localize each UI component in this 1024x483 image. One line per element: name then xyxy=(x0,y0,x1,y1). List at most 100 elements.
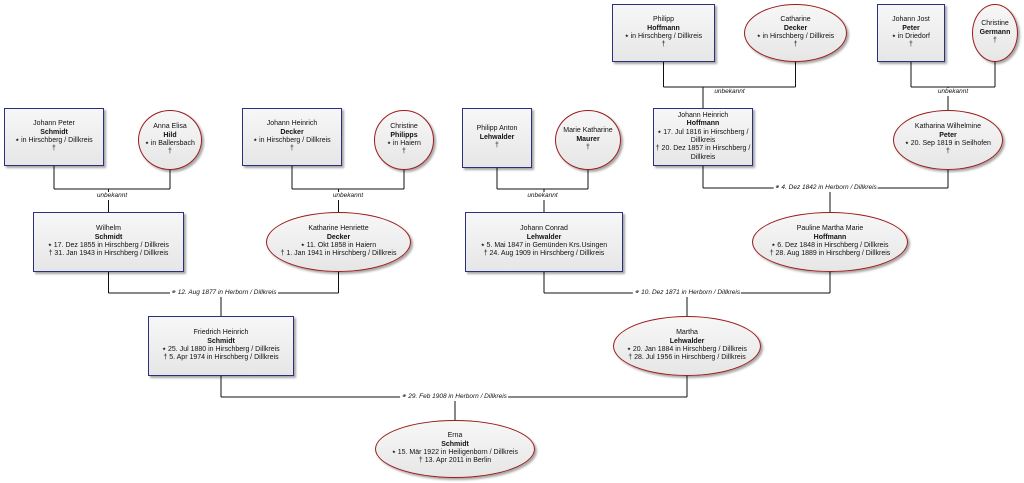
person-first-name: Katharine Henriette xyxy=(308,225,369,233)
person-first-name: Johann Peter xyxy=(33,120,75,128)
person-last-name: Germann xyxy=(979,28,1011,36)
person-first-name: Christine xyxy=(981,20,1009,28)
union-label: ⚭ 4. Dez 1842 in Herborn / Dillkreis xyxy=(773,184,878,192)
person-first-name: Johann Heinrich xyxy=(266,120,318,128)
person-last-name: Lehwalder xyxy=(479,133,515,141)
person-last-name: Lehwalder xyxy=(526,233,562,241)
person-birth: ⭑ in Hirschberg / Dillkreis xyxy=(15,137,93,144)
person-last-name: Schmidt xyxy=(441,440,469,448)
person-last-name: Hoffmann xyxy=(686,120,720,128)
person-last-name: Hoffmann xyxy=(647,24,680,32)
union-label: ⚭ 29. Feb 1908 in Herborn / Dillkreis xyxy=(400,393,508,401)
person-first-name: Pauline Martha Marie xyxy=(796,225,864,233)
person-death: † 28. Jul 1956 in Hirschberg / Dillkreis xyxy=(628,354,746,362)
person-first-name: Catharine xyxy=(780,16,811,24)
person-death: † xyxy=(52,145,56,153)
person-first-name: Marie Katharine xyxy=(563,127,613,135)
person-death: † 1. Jan 1941 in Hirschberg / Dillkreis xyxy=(280,250,397,258)
person-death: † 20. Dez 1857 in Hirschberg / Dillkreis xyxy=(655,145,751,161)
person-birth: ⭑ in Ballersbach xyxy=(145,140,195,147)
person-last-name: Maurer xyxy=(576,135,600,143)
person-first-name: Johann Heinrich xyxy=(677,111,729,119)
person-last-name: Philipps xyxy=(390,131,418,139)
person-birth: ⭑ 6. Dez 1848 in Hirschberg / Dillkreis xyxy=(771,242,889,249)
person-birth: ⭑ in Hirschberg / Dillkreis xyxy=(756,33,835,40)
person-birth: ⭑ 20. Jan 1884 in Hirschberg / Dillkreis xyxy=(627,346,747,353)
person-first-name: Philipp Anton xyxy=(476,125,518,133)
union-label: unbekannt xyxy=(526,192,559,200)
person-birth: ⭑ in Hirschberg / Dillkreis xyxy=(253,137,331,144)
person-birth: ⭑ 17. Dez 1855 in Hirschberg / Dillkreis xyxy=(48,242,169,249)
person-first-name: Philipp xyxy=(652,16,674,24)
union-label: unbekannt xyxy=(331,192,365,200)
person-last-name: Decker xyxy=(326,233,351,241)
person-last-name: Schmidt xyxy=(207,337,235,345)
person-death: † xyxy=(946,148,950,156)
person-first-name: Johann Conrad xyxy=(520,225,568,233)
person-birth: ⭑ 25. Jul 1880 in Hirschberg / Dillkreis xyxy=(162,346,280,353)
person-birth: ⭑ in Hirschberg / Dillkreis xyxy=(624,33,703,40)
person-first-name: Wilhelm xyxy=(96,225,121,233)
person-first-name: Katharina Wilhelmine xyxy=(914,123,982,131)
union-label: unbekannt xyxy=(95,192,129,200)
person-death: † xyxy=(661,41,666,49)
person-first-name: Johann Jost xyxy=(892,16,930,24)
person-birth: ⭑ in Haiern xyxy=(387,140,421,147)
union-label: ⚭ 12. Aug 1877 in Herborn / Dillkreis xyxy=(169,289,278,297)
person-last-name: Decker xyxy=(783,24,808,32)
person-death: † xyxy=(168,148,172,156)
person-birth: ⭑ 17. Jul 1816 in Hirschberg / Dillkreis xyxy=(657,128,749,144)
person-death: † xyxy=(793,41,798,49)
person-first-name: Martha xyxy=(676,329,698,337)
person-last-name: Decker xyxy=(280,128,304,136)
person-death: † 31. Jan 1943 in Hirschberg / Dillkreis xyxy=(48,250,169,258)
person-death: † 24. Aug 1909 in Hirschberg / Dillkreis xyxy=(483,250,605,258)
person-death: † xyxy=(495,142,499,150)
person-death: † 13. Apr 2011 in Berlin xyxy=(418,457,492,465)
person-death: † xyxy=(290,145,294,153)
person-death: † 28. Aug 1889 in Hirschberg / Dillkreis xyxy=(769,250,891,258)
person-first-name: Friedrich Heinrich xyxy=(193,329,249,337)
person-last-name: Peter xyxy=(902,24,920,32)
person-death: † xyxy=(402,148,406,156)
person-last-name: Schmidt xyxy=(40,128,68,136)
person-death: † xyxy=(586,144,590,152)
person-last-name: Hoffmann xyxy=(813,233,847,241)
person-death: † xyxy=(993,37,997,45)
person-death: † xyxy=(909,41,913,49)
person-first-name: Christine xyxy=(390,123,418,131)
person-first-name: Anna Elisa xyxy=(153,123,187,131)
person-birth: ⭑ 11. Okt 1858 in Haiern xyxy=(300,242,377,249)
person-last-name: Schmidt xyxy=(94,233,123,241)
person-birth: ⭑ 5. Mai 1847 in Gemünden Krs.Usingen xyxy=(480,242,608,249)
person-birth: ⭑ in Driedorf xyxy=(891,33,930,40)
person-last-name: Peter xyxy=(939,131,957,139)
person-death: † 5. Apr 1974 in Hirschberg / Dillkreis xyxy=(163,354,279,362)
union-label: unbekannt xyxy=(936,88,970,96)
person-last-name: Hild xyxy=(163,131,177,139)
person-birth: ⭑ 15. Mär 1922 in Heiligenborn / Dillkre… xyxy=(392,449,518,456)
union-label: ⚭ 10. Dez 1871 in Herborn / Dillkreis xyxy=(632,289,742,297)
person-birth: ⭑ 20. Sep 1819 in Seilhofen xyxy=(905,140,991,147)
union-label: unbekannt xyxy=(713,88,746,96)
person-first-name: Erna xyxy=(447,432,463,440)
